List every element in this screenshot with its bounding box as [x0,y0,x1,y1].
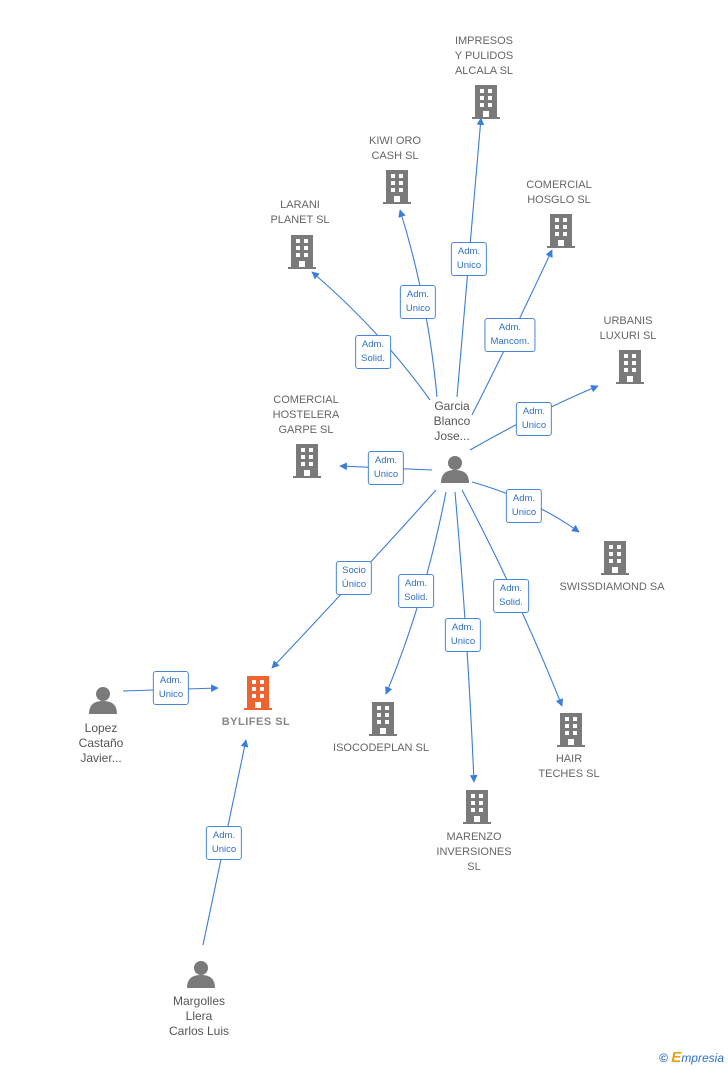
empresia-footer[interactable]: © Empresia [659,1049,724,1066]
hosglo-building-icon[interactable] [547,214,575,248]
relation-impresos[interactable]: Adm. Unico [450,242,488,276]
relation-swiss[interactable]: Adm. Unico [505,489,543,523]
relation-isocode[interactable]: Adm. Solid. [398,574,434,608]
bylifes-label[interactable]: BYLIFES SL [221,716,291,728]
copyright-symbol: © [659,1051,668,1065]
impresos-label[interactable]: IMPRESOS Y PULIDOS ALCALA SL [454,35,514,77]
brand-logo-e: E [671,1049,682,1066]
edge-larani [311,271,431,401]
marenzo-building-icon[interactable] [463,790,491,824]
hair-label[interactable]: HAIR TECHES SL [538,753,600,780]
bylifes-building-icon[interactable] [244,676,272,710]
relation-marenzo[interactable]: Adm. Unico [444,618,482,652]
relation-kiwi[interactable]: Adm. Unico [399,285,437,319]
hair-building-icon[interactable] [557,713,585,747]
impresos-building-icon[interactable] [472,85,500,119]
lopez-label[interactable]: Lopez Castaño Javier... [78,721,124,765]
margolles-label[interactable]: Margolles Llera Carlos Luis [168,994,230,1038]
brand-name: mpresia [681,1051,724,1065]
hostelera-building-icon[interactable] [293,444,321,478]
larani-building-icon[interactable] [288,235,316,269]
relation-hair[interactable]: Adm. Solid. [493,579,529,613]
garcia-label[interactable]: Garcia Blanco Jose... [433,399,471,443]
kiwi-building-icon[interactable] [383,170,411,204]
relation-lopez[interactable]: Adm. Unico [152,671,190,705]
kiwi-label[interactable]: KIWI ORO CASH SL [369,135,421,162]
relation-hostelera[interactable]: Adm. Unico [367,451,405,485]
lopez-person-icon[interactable] [89,687,117,714]
swiss-label[interactable]: SWISSDIAMOND SA [559,581,665,593]
swiss-building-icon[interactable] [601,541,629,575]
relation-margolles[interactable]: Adm. Unico [205,826,243,860]
relation-larani[interactable]: Adm. Solid. [355,335,391,369]
relation-bylifes[interactable]: Socio Único [335,561,373,595]
hosglo-label[interactable]: COMERCIAL HOSGLO SL [526,179,592,206]
urbanis-label[interactable]: URBANIS LUXURI SL [599,315,657,342]
margolles-person-icon[interactable] [187,961,215,988]
isocode-building-icon[interactable] [369,702,397,736]
marenzo-label[interactable]: MARENZO INVERSIONES SL [436,831,512,873]
isocode-label[interactable]: ISOCODEPLAN SL [333,742,429,754]
hostelera-label[interactable]: COMERCIAL HOSTELERA GARPE SL [272,394,340,436]
urbanis-building-icon[interactable] [616,350,644,384]
larani-label[interactable]: LARANI PLANET SL [270,199,330,226]
relation-hosglo[interactable]: Adm. Mancom. [484,318,536,352]
relation-urbanis[interactable]: Adm. Unico [515,402,553,436]
garcia-person-icon[interactable] [441,456,469,483]
